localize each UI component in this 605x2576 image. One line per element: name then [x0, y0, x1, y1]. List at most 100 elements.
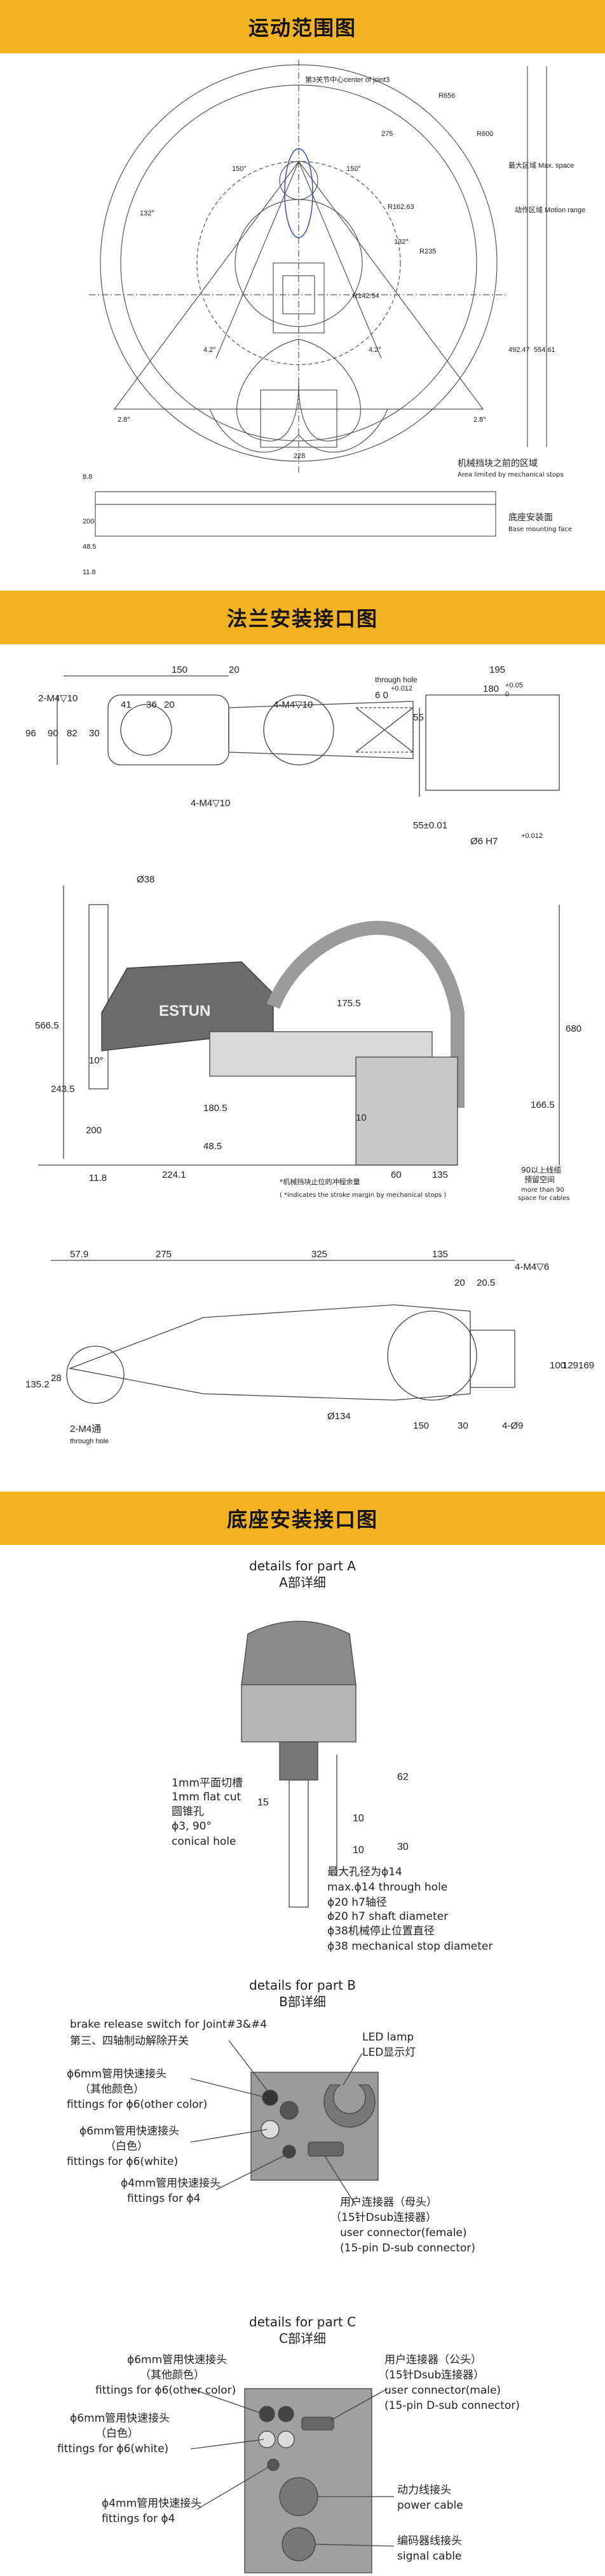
b-uc-cn: 用户连接器（母头） [340, 2196, 437, 2209]
leader-c-sg [315, 2544, 395, 2547]
a-stop-en: ϕ38 mechanical stop diameter [327, 1940, 493, 1953]
dsub-female [308, 2141, 344, 2157]
b-f4-cn: ϕ4mm管用快速接头 [121, 2177, 221, 2190]
b-28: 28 [51, 1373, 62, 1384]
arm2-joint [263, 694, 334, 765]
fit-b3 [261, 2120, 280, 2139]
bottom-joint [66, 1345, 125, 1404]
cable-duct [266, 920, 465, 1108]
c-f6o-en: fittings for ϕ6(other color) [95, 2384, 236, 2397]
motor-body [241, 1684, 357, 1743]
motion-range-drawing: 第3关节中心center of joint3 R656 R600 最大区域 Ma… [83, 60, 585, 576]
b-uc-cn2: （15针Dsub连接器） [330, 2211, 437, 2224]
b-579: 57.9 [70, 1249, 88, 1260]
lbl-28r: 2.8° [473, 416, 486, 424]
b-f6w-en: fittings for ϕ6(white) [67, 2155, 178, 2168]
lbl-maxspace: 最大区域 Max. space [508, 161, 574, 170]
partA-title-en: details for part A [249, 1558, 356, 1574]
reach-lines [113, 161, 484, 410]
fit-c1 [259, 2406, 275, 2422]
partB-drawing: brake release switch for Joint#3&#4 第三、四… [67, 2018, 475, 2255]
b-brake-en: brake release switch for Joint#3&#4 [70, 2018, 267, 2031]
b-134: Ø134 [327, 1411, 351, 1422]
b-f6o-cn: ϕ6mm管用快速接头 [67, 2068, 167, 2080]
lbl-mech-en: Area limited by mechanical stops [458, 471, 564, 478]
motor-cap [241, 1621, 357, 1685]
leader-brake [228, 2040, 268, 2091]
arm-r [298, 161, 382, 359]
s-485: 48.5 [203, 1141, 222, 1152]
fit-b4 [282, 2145, 296, 2159]
b-m46: 4-M4▽6 [515, 1262, 549, 1272]
f-90: 90 [48, 728, 58, 739]
f-41: 41 [121, 699, 132, 710]
arm-body [273, 262, 325, 334]
a-stop-cn: ϕ38机械停止位置直径 [327, 1925, 435, 1938]
b-brake-cn: 第三、四轴制动解除开关 [70, 2035, 189, 2047]
lbl-r600: R600 [477, 130, 493, 138]
brand-logo: ESTUN [159, 1002, 210, 1020]
f-180: 180 [483, 684, 499, 694]
s-1665: 166.5 [531, 1100, 555, 1110]
s-2241: 224.1 [162, 1170, 186, 1180]
b-1352: 135.2 [25, 1379, 50, 1390]
leader-c-uc [330, 2388, 388, 2421]
a-10b: 10 [353, 1845, 364, 1856]
lbl-5548: 554.61 [534, 346, 555, 354]
arm1-joint [120, 704, 172, 756]
s-10: 10° [89, 1055, 104, 1066]
fit-c3 [258, 2431, 276, 2448]
lbl-42r: 4.2° [369, 346, 381, 354]
s-1755: 175.5 [337, 998, 361, 1009]
partC-title-cn: C部详细 [279, 2331, 326, 2346]
section-banner-flange: 法兰安装接口图 [0, 591, 605, 644]
s-more90: more than 90 [521, 1187, 564, 1194]
lobe-r [298, 339, 361, 442]
f-m410c: 4-M4▽10 [191, 798, 230, 809]
f-6tol: 6 0 [375, 690, 388, 701]
a-10a: 10 [353, 1813, 364, 1824]
s-5665: 566.5 [35, 1020, 59, 1031]
lbl-motion: 动作区域 Motion range [515, 206, 585, 214]
section-title-base: 底座安装接口图 [226, 1507, 378, 1532]
a-max-cn: 最大孔径为ϕ14 [327, 1866, 402, 1878]
leader-led [343, 2053, 363, 2086]
section-banner-base: 底座安装接口图 [0, 1492, 605, 1545]
leader-c-f6o [190, 2388, 264, 2415]
arm-bottom [68, 1304, 471, 1401]
b-275: 275 [156, 1249, 172, 1260]
shaft [289, 1779, 309, 1908]
blue-ellipse [284, 148, 313, 238]
lbl-150l: 150° [232, 165, 247, 173]
partA-drawing: 15 10 10 30 62 1mm平面切槽 1mm flat cut 圆锥孔 … [172, 1621, 448, 1920]
a-62: 62 [397, 1772, 409, 1783]
fit-c5 [267, 2458, 280, 2471]
b-f6w-cn2: （白色） [105, 2140, 148, 2153]
lobe-l [236, 339, 299, 442]
f-th: through hole [375, 675, 418, 684]
leader-c-f6w [190, 2439, 264, 2450]
lbl-118: 11.8 [83, 569, 96, 576]
power-conn [279, 2477, 318, 2516]
b-325: 325 [311, 1249, 327, 1260]
spline-shaft [88, 904, 109, 1089]
shaft-collar [279, 1741, 318, 1781]
c-uc-cn2: （15针Dsub连接器） [378, 2369, 484, 2382]
b-30: 30 [458, 1420, 468, 1431]
s-10b: 10 [356, 1112, 367, 1123]
c-pw-cn: 动力线接头 [397, 2484, 451, 2497]
s-note-en: ( *indicates the stroke margin by mechan… [280, 1192, 446, 1199]
f-6h7tol: +0.012 [521, 832, 543, 840]
c-f4-en: fittings for ϕ4 [102, 2512, 175, 2525]
lbl-4927: 492.47 [508, 346, 530, 354]
flange-side-view: ESTUN Ø38 566.5 175.5 10° 243.5 200 180.… [35, 874, 581, 1202]
s-200: 200 [86, 1125, 102, 1136]
partB-title-en: details for part B [249, 1978, 356, 1993]
lbl-base-cn: 底座安装面 [508, 513, 553, 523]
f-30: 30 [89, 728, 100, 739]
b-led-cn: LED显示灯 [362, 2046, 416, 2059]
bottom-connector [470, 1330, 515, 1388]
partA-title-cn: A部详细 [279, 1575, 326, 1590]
f-20b: 20 [164, 699, 175, 710]
b-20: 20 [454, 1278, 465, 1288]
